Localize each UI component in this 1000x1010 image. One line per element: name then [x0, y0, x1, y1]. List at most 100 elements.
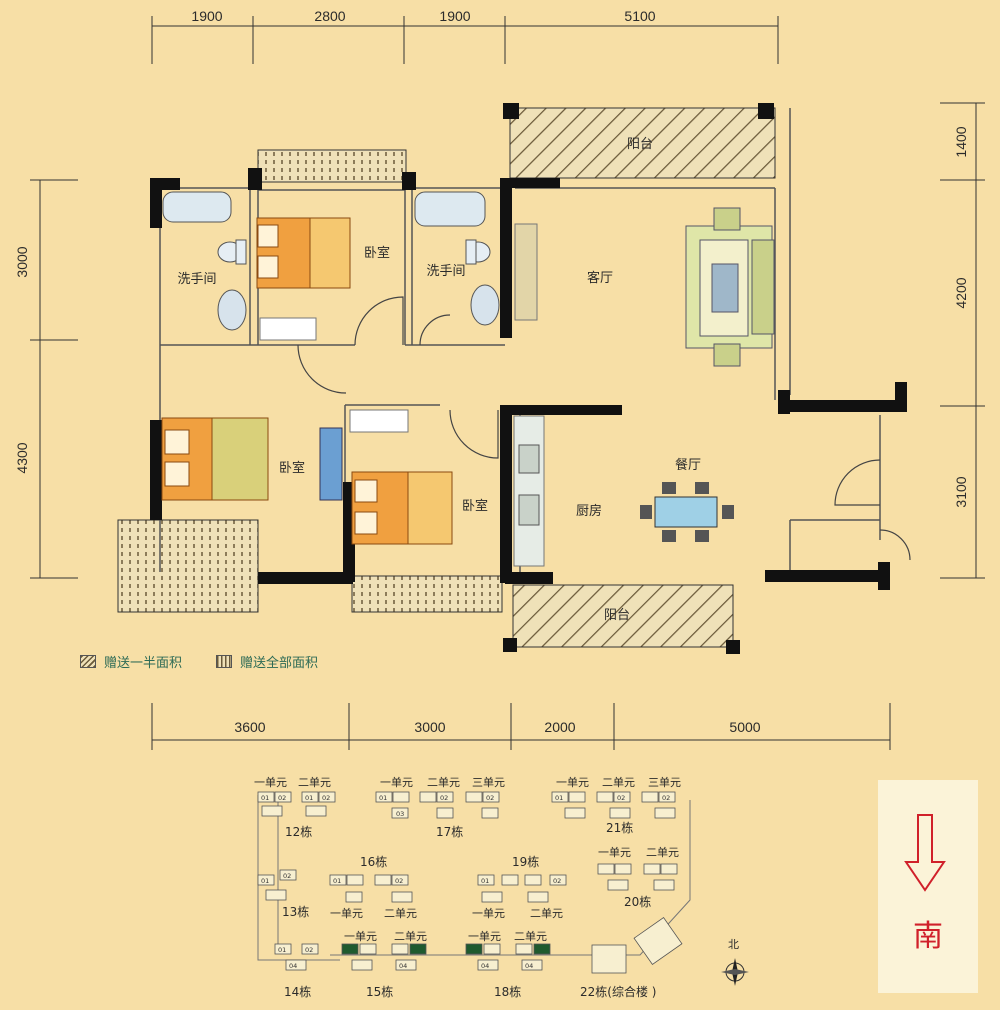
compass-icon: 北	[721, 938, 749, 986]
bay-window-top	[257, 149, 407, 183]
site-plan-unit-codes: 01 02 01 02 01 02 02 03 01 02 02 01 02 0…	[261, 794, 670, 970]
svg-text:02: 02	[486, 794, 494, 802]
top-dimension-line: 1900 2800 1900 5100	[151, 8, 779, 64]
svg-text:01: 01	[305, 794, 313, 802]
svg-text:二单元: 二单元	[514, 930, 547, 943]
building-13-label: 13栋	[282, 904, 309, 919]
left-dim-2: 4300	[14, 442, 30, 473]
bottom-dim-3: 2000	[544, 719, 575, 735]
bottom-dim-1: 3600	[234, 719, 265, 735]
toilet-left-icon	[217, 239, 247, 265]
label-kitchen: 厨房	[576, 503, 602, 519]
svg-text:一单元: 一单元	[556, 776, 589, 789]
bed-top-icon	[256, 217, 351, 289]
bottom-dim-2: 3000	[414, 719, 445, 735]
sofa-set-icon	[685, 207, 775, 367]
legend: 赠送一半面积 赠送全部面积	[80, 652, 318, 671]
svg-text:三单元: 三单元	[472, 776, 505, 789]
door-swings	[297, 296, 911, 561]
left-dimension-line: 3000 4300	[14, 179, 78, 579]
south-label: 南	[913, 919, 943, 954]
south-arrow-icon	[904, 814, 946, 892]
svg-text:二单元: 二单元	[646, 846, 679, 859]
svg-text:二单元: 二单元	[394, 930, 427, 943]
svg-text:01: 01	[481, 877, 489, 885]
label-bedroom-left: 卧室	[279, 460, 305, 476]
svg-text:一单元: 一单元	[468, 930, 501, 943]
legend-half-area: 赠送一半面积	[80, 652, 182, 671]
left-dim-1: 3000	[14, 246, 30, 277]
label-bedroom-mid: 卧室	[462, 498, 488, 514]
bathtub-left	[162, 191, 232, 223]
building-22-label: 22栋(综合楼 )	[580, 984, 656, 999]
svg-text:02: 02	[662, 794, 670, 802]
building-21-label: 21栋	[606, 820, 633, 835]
label-living-room: 客厅	[587, 270, 613, 286]
bathtub-mid	[414, 191, 486, 227]
svg-text:04: 04	[525, 962, 533, 970]
dining-table-icon	[640, 482, 734, 542]
svg-text:04: 04	[289, 962, 297, 970]
right-dim-1: 1400	[953, 126, 969, 157]
kitchen-counter	[513, 415, 545, 567]
sink-mid-icon	[470, 284, 500, 326]
label-bathroom-left: 洗手间	[177, 272, 216, 287]
label-dining: 餐厅	[675, 457, 701, 473]
structural-walls	[150, 103, 907, 654]
svg-text:01: 01	[278, 946, 286, 954]
wardrobe-mid	[349, 409, 409, 433]
bed-left-icon	[161, 417, 269, 501]
hatch-half-swatch-icon	[80, 655, 96, 668]
legend-full-area-label: 赠送全部面积	[240, 656, 319, 671]
top-dim-1: 1900	[191, 8, 222, 24]
svg-text:二单元: 二单元	[298, 776, 331, 789]
legend-half-area-label: 赠送一半面积	[104, 656, 183, 671]
svg-text:01: 01	[261, 877, 269, 885]
site-plan-labels: 一单元 二单元 一单元 二单元 三单元 一单元 二单元 三单元 一单元 二单元 …	[254, 776, 681, 999]
svg-text:一单元: 一单元	[254, 776, 287, 789]
svg-text:04: 04	[481, 962, 489, 970]
hatch-full-swatch-icon	[216, 655, 233, 668]
sink-left-icon	[217, 289, 247, 331]
north-label: 北	[728, 938, 739, 951]
svg-text:02: 02	[278, 794, 286, 802]
right-dimension-line: 1400 4200 3100	[940, 102, 985, 579]
bottom-dim-4: 5000	[729, 719, 760, 735]
tv-cabinet-left	[319, 427, 343, 501]
building-18-label: 18栋	[494, 984, 521, 999]
legend-full-area: 赠送全部面积	[216, 652, 318, 671]
svg-text:01: 01	[555, 794, 563, 802]
svg-text:一单元: 一单元	[598, 846, 631, 859]
building-14-label: 14栋	[284, 984, 311, 999]
balcony-bottom-area	[512, 584, 734, 648]
svg-text:02: 02	[617, 794, 625, 802]
svg-text:04: 04	[399, 962, 407, 970]
site-plan-units	[257, 791, 683, 974]
svg-text:02: 02	[440, 794, 448, 802]
svg-text:一单元: 一单元	[472, 907, 505, 920]
top-dim-2: 2800	[314, 8, 345, 24]
building-17-label: 17栋	[436, 824, 463, 839]
svg-text:01: 01	[333, 877, 341, 885]
balcony-top-area	[509, 107, 776, 179]
svg-text:二单元: 二单元	[384, 907, 417, 920]
building-20-label: 20栋	[624, 894, 651, 909]
svg-text:一单元: 一单元	[380, 776, 413, 789]
wardrobe-top	[259, 317, 317, 341]
bay-window-left	[117, 519, 259, 613]
building-15-label: 15栋	[366, 984, 393, 999]
svg-text:一单元: 一单元	[330, 907, 363, 920]
building-16-label: 16栋	[360, 854, 387, 869]
building-19-label: 19栋	[512, 854, 539, 869]
svg-text:02: 02	[553, 877, 561, 885]
svg-text:二单元: 二单元	[427, 776, 460, 789]
top-dim-4: 5100	[624, 8, 655, 24]
label-balcony-top: 阳台	[627, 137, 653, 152]
svg-text:二单元: 二单元	[530, 907, 563, 920]
svg-text:02: 02	[305, 946, 313, 954]
svg-text:01: 01	[379, 794, 387, 802]
svg-text:一单元: 一单元	[344, 930, 377, 943]
bed-mid-icon	[351, 471, 453, 545]
label-balcony-bottom: 阳台	[604, 608, 630, 623]
